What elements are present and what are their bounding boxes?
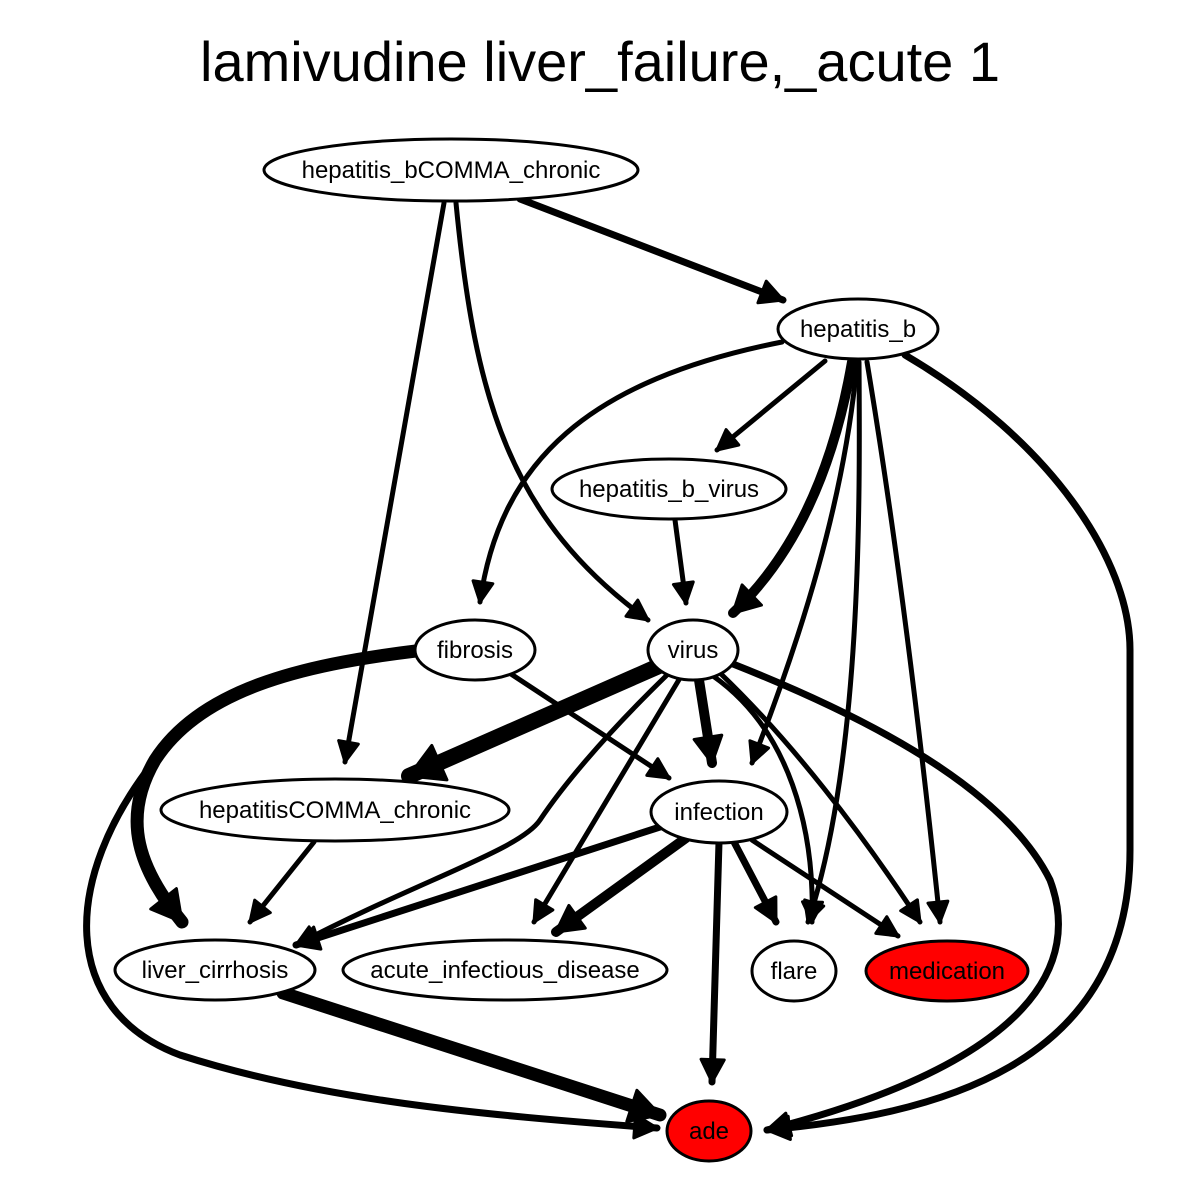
node-medication[interactable]: medication [864, 939, 1030, 1003]
node-fibrosis[interactable]: fibrosis [413, 618, 537, 682]
edge-virus-to-liver-cirrhosis [293, 672, 670, 948]
edge-hepatitis-bcomma-chronic-to-hepatitis-b [516, 195, 787, 304]
edge-hepatitis-b-to-medication [864, 359, 943, 925]
node-label-hepatitis-b: hepatitis_b [800, 316, 916, 343]
edge-hepatitis-bcomma-chronic-to-hepatitiscomma-chronic-arrowhead [337, 739, 360, 764]
edge-hepatitiscomma-chronic-to-liver-cirrhosis-arrowhead [248, 898, 272, 924]
edges-layer [83, 195, 1134, 1141]
node-acute-infectious-disease[interactable]: acute_infectious_disease [341, 938, 669, 1002]
node-shape-liver-cirrhosis [113, 938, 317, 1002]
nodes-layer: hepatitis_bCOMMA_chronic hepatitis_bhepat… [113, 137, 1030, 1163]
edge-liver-cirrhosis-to-ade [276, 986, 667, 1122]
node-hepatitis-bcomma-chronic[interactable]: hepatitis_bCOMMA_chronic [262, 137, 640, 203]
edge-fibrosis-to-infection [508, 671, 672, 781]
node-shape-infection [649, 779, 789, 845]
edge-hepatitis-bcomma-chronic-to-hepatitis-b-arrowhead [756, 279, 785, 305]
node-label-medication: medication [889, 958, 1005, 985]
node-label-hepatitiscomma-chronic: hepatitisCOMMA_chronic [199, 797, 471, 824]
edge-fibrosis-to-ade-arrowhead [632, 1113, 659, 1140]
edge-hepatitis-b-to-fibrosis-arrowhead [471, 579, 495, 604]
edge-hepatitis-b-to-infection [749, 359, 860, 766]
edge-virus-to-medication-arrowhead [899, 898, 922, 924]
node-hepatitiscomma-chronic[interactable]: hepatitisCOMMA_chronic [159, 777, 511, 843]
edge-hepatitis-b-to-fibrosis [477, 339, 785, 605]
node-label-flare: flare [771, 958, 818, 985]
node-shape-medication [864, 939, 1030, 1003]
node-shape-flare [750, 939, 838, 1003]
node-hepatitis-b[interactable]: hepatitis_b [776, 297, 940, 361]
node-virus[interactable]: virus [646, 618, 740, 682]
edge-infection-to-flare-arrowhead [753, 895, 778, 924]
edge-hepatitis-b-to-virus [728, 357, 857, 618]
edge-virus-to-infection-arrowhead [692, 733, 724, 765]
node-shape-fibrosis [413, 618, 537, 682]
edge-virus-to-ade [729, 660, 1062, 1134]
edge-hepatitis-bcomma-chronic-to-virus [453, 200, 651, 623]
edge-hepatitis-b-to-virus-arrowhead [731, 583, 763, 615]
edge-infection-to-medication [749, 837, 901, 939]
edge-virus-to-hepatitiscomma-chronic-arrowhead [407, 743, 449, 782]
edge-hepatitis-b-to-hepatitis-b-virus-arrowhead [715, 428, 741, 452]
node-label-ade: ade [689, 1118, 729, 1145]
node-label-hepatitis-bcomma-chronic: hepatitis_bCOMMA_chronic [302, 157, 601, 184]
edge-infection-to-ade-arrowhead [699, 1057, 726, 1084]
node-shape-ade [665, 1099, 753, 1163]
node-hepatitis-b-virus[interactable]: hepatitis_b_virus [550, 457, 788, 521]
edge-hepatitis-b-to-infection-arrowhead [748, 739, 771, 765]
node-label-liver-cirrhosis: liver_cirrhosis [142, 957, 289, 984]
edge-virus-to-ade-arrowhead [765, 1111, 794, 1138]
edge-infection-to-medication-arrowhead [874, 915, 900, 938]
edge-virus-to-acute-infectious-disease-arrowhead [532, 898, 555, 924]
node-shape-virus [646, 618, 740, 682]
edge-hepatitis-bcomma-chronic-to-virus-arrowhead [624, 598, 650, 622]
edge-infection-to-liver-cirrhosis-arrowhead [294, 925, 323, 951]
edge-hepatitis-bcomma-chronic-to-hepatitiscomma-chronic [342, 200, 447, 765]
edge-infection-to-liver-cirrhosis [292, 823, 664, 949]
edge-virus-to-acute-infectious-disease [531, 675, 683, 925]
edge-fibrosis-to-ade [83, 647, 661, 1132]
edge-virus-to-medication [717, 670, 923, 925]
edge-hepatitis-b-virus-to-virus-arrowhead [671, 580, 695, 605]
edge-hepatitis-b-to-hepatitis-b-virus [714, 358, 828, 453]
node-label-hepatitis-b-virus: hepatitis_b_virus [579, 476, 759, 503]
edge-hepatitis-b-to-flare [805, 359, 862, 925]
edge-infection-to-ade [708, 838, 723, 1086]
node-label-fibrosis: fibrosis [437, 637, 513, 664]
node-ade[interactable]: ade [665, 1099, 753, 1163]
node-liver-cirrhosis[interactable]: liver_cirrhosis [113, 938, 317, 1002]
edge-infection-to-acute-infectious-disease-arrowhead [554, 903, 587, 934]
edge-virus-to-hepatitiscomma-chronic [401, 658, 667, 784]
edge-hepatitis-b-to-medication-arrowhead [926, 899, 950, 924]
node-shape-hepatitis-b [776, 297, 940, 361]
node-shape-hepatitis-bcomma-chronic [262, 137, 640, 203]
node-infection[interactable]: infection [649, 779, 789, 845]
diagram-title: lamivudine liver_failure,_acute 1 [200, 30, 1000, 93]
edge-virus-to-flare [710, 673, 815, 925]
edge-virus-to-flare-arrowhead [801, 900, 825, 924]
edge-hepatitis-b-to-ade [763, 351, 1134, 1134]
node-shape-hepatitis-b-virus [550, 457, 788, 521]
node-shape-acute-infectious-disease [341, 938, 669, 1002]
node-shape-hepatitiscomma-chronic [159, 777, 511, 843]
edge-fibrosis-to-liver-cirrhosis-arrowhead [149, 887, 184, 924]
edge-fibrosis-to-infection-arrowhead [645, 757, 671, 780]
node-label-virus: virus [668, 637, 719, 664]
edge-liver-cirrhosis-to-ade-arrowhead [625, 1088, 662, 1123]
node-flare[interactable]: flare [750, 939, 838, 1003]
node-label-infection: infection [674, 799, 763, 826]
node-label-acute-infectious-disease: acute_infectious_disease [370, 957, 640, 984]
